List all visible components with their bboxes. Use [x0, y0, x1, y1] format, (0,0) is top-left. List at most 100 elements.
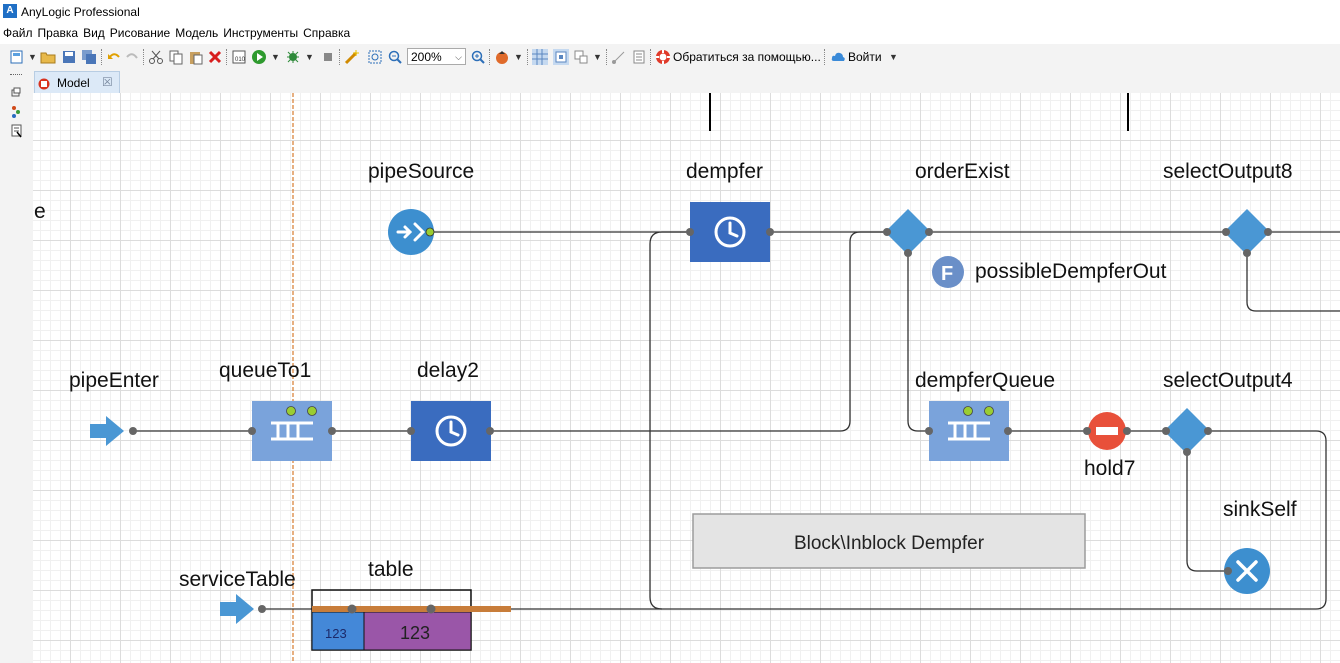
- wand-icon[interactable]: [344, 49, 360, 65]
- menu-help[interactable]: Справка: [303, 26, 351, 40]
- model-icon: [38, 77, 50, 90]
- properties-view-icon[interactable]: [11, 124, 23, 138]
- delay2-block[interactable]: [407, 401, 494, 461]
- dempfer-queue-label: dempferQueue: [915, 369, 1055, 392]
- toolbar-separator: [101, 49, 103, 65]
- select-output8-label: selectOutput8: [1163, 160, 1293, 183]
- redo-icon[interactable]: [124, 49, 140, 65]
- new-model-icon[interactable]: [9, 49, 25, 65]
- select-output4-block[interactable]: [1162, 408, 1212, 456]
- function-possible-dempfer-out[interactable]: F: [932, 256, 964, 288]
- title-bar: A AnyLogic Professional: [0, 0, 1340, 23]
- dempfer-delay-block[interactable]: [686, 202, 774, 262]
- delete-icon[interactable]: [207, 49, 223, 65]
- login-button[interactable]: Войти: [848, 50, 882, 64]
- minimize-view-icon[interactable]: [11, 84, 21, 97]
- svg-text:010: 010: [235, 57, 246, 63]
- align-dropdown-icon[interactable]: ▼: [593, 52, 602, 62]
- cut-icon[interactable]: [148, 49, 164, 65]
- save-all-icon[interactable]: [81, 49, 97, 65]
- chevron-down-icon: ⌵: [455, 52, 462, 62]
- toolbar-separator: [226, 49, 228, 65]
- menu-bar: Файл Правка Вид Рисование Модель Инструменты С…: [0, 24, 1340, 43]
- sink-x-icon: [1236, 560, 1258, 582]
- stray-text: e: [34, 200, 46, 223]
- stop-icon[interactable]: [320, 49, 336, 65]
- table-cell-small: 123: [325, 626, 347, 641]
- dempfer-queue-block[interactable]: [925, 401, 1012, 461]
- pipe-source-block[interactable]: [388, 209, 435, 255]
- palette-view-icon[interactable]: [11, 105, 21, 119]
- cloud-icon[interactable]: [830, 49, 846, 65]
- run-dropdown-icon[interactable]: ▼: [271, 52, 280, 62]
- help-lifebuoy-icon[interactable]: [655, 49, 671, 65]
- connector-icon[interactable]: [611, 49, 627, 65]
- run-icon[interactable]: [251, 49, 267, 65]
- source-arrow-icon: [396, 222, 426, 242]
- menu-draw[interactable]: Рисование: [109, 26, 171, 40]
- zoom-out-icon[interactable]: [387, 49, 403, 65]
- properties-icon[interactable]: [631, 49, 647, 65]
- align-icon[interactable]: [573, 49, 589, 65]
- zoom-in-icon[interactable]: [470, 49, 486, 65]
- pipe-enter-label: pipeEnter: [69, 369, 159, 392]
- paste-icon[interactable]: [188, 49, 204, 65]
- grid-icon[interactable]: [532, 49, 548, 65]
- close-icon[interactable]: ☒: [102, 75, 113, 89]
- toolbar-separator: [824, 49, 826, 65]
- function-badge-icon: F: [941, 263, 953, 285]
- debug-icon[interactable]: [285, 49, 301, 65]
- toolbar-separator: [339, 49, 341, 65]
- login-dropdown-icon[interactable]: ▼: [889, 52, 898, 62]
- clock-icon: [435, 415, 467, 447]
- pipe-enter-block[interactable]: [90, 416, 137, 446]
- zoom-fit-icon[interactable]: [367, 49, 383, 65]
- select-output4-label: selectOutput4: [1163, 369, 1293, 392]
- delay2-label: delay2: [417, 359, 479, 382]
- toolbar-separator: [650, 49, 652, 65]
- hold7-block[interactable]: [1083, 412, 1131, 450]
- queue-icon: [948, 421, 990, 441]
- open-folder-icon[interactable]: [40, 49, 56, 65]
- snap-icon[interactable]: [553, 49, 569, 65]
- copy-icon[interactable]: [168, 49, 184, 65]
- connectors: [133, 231, 1340, 610]
- service-table-block[interactable]: [220, 594, 266, 624]
- layers-dropdown-icon[interactable]: ▼: [514, 52, 523, 62]
- panel-grip[interactable]: [10, 74, 22, 75]
- toolbar-separator: [527, 49, 529, 65]
- queue-to1-block[interactable]: [248, 401, 336, 461]
- layers-icon[interactable]: [494, 49, 510, 65]
- possible-dempfer-out-label: possibleDempferOut: [975, 260, 1167, 283]
- menu-tools[interactable]: Инструменты: [223, 26, 299, 40]
- menu-file[interactable]: Файл: [3, 26, 33, 40]
- select-output8-block[interactable]: [1222, 209, 1272, 257]
- sink-self-block[interactable]: [1224, 548, 1270, 594]
- debug-dropdown-icon[interactable]: ▼: [305, 52, 314, 62]
- order-exist-block[interactable]: [883, 209, 933, 257]
- sink-self-label: sinkSelf: [1223, 498, 1297, 521]
- new-dropdown-icon[interactable]: ▼: [28, 52, 37, 62]
- menu-edit[interactable]: Правка: [37, 26, 79, 40]
- help-button[interactable]: Обратиться за помощью...: [673, 50, 821, 64]
- button-label: Block\Inblock Dempfer: [794, 533, 985, 554]
- toolbar-separator: [489, 49, 491, 65]
- pipe-source-label: pipeSource: [368, 160, 474, 183]
- clock-icon: [714, 216, 746, 248]
- zoom-select[interactable]: 200% ⌵: [407, 48, 466, 65]
- toolbar: ▼ 010 ▼ ▼ ▼ ▼ ▼: [0, 44, 1340, 71]
- menu-model[interactable]: Модель: [175, 26, 219, 40]
- editor-tab-bar: [33, 71, 1340, 93]
- queue-to1-label: queueTo1: [219, 359, 311, 382]
- save-icon[interactable]: [61, 49, 77, 65]
- build-icon[interactable]: 010: [231, 49, 247, 65]
- window-title: AnyLogic Professional: [21, 5, 140, 19]
- menu-view[interactable]: Вид: [83, 26, 105, 40]
- anylogic-logo-icon: A: [3, 4, 17, 18]
- table-block[interactable]: 123 123: [311, 589, 511, 651]
- undo-icon[interactable]: [106, 49, 122, 65]
- tab-model[interactable]: Model ☒: [34, 71, 120, 93]
- model-canvas[interactable]: [33, 93, 1340, 663]
- block-inblock-dempfer-button[interactable]: Block\Inblock Dempfer: [692, 513, 1086, 569]
- table-label: table: [368, 558, 414, 581]
